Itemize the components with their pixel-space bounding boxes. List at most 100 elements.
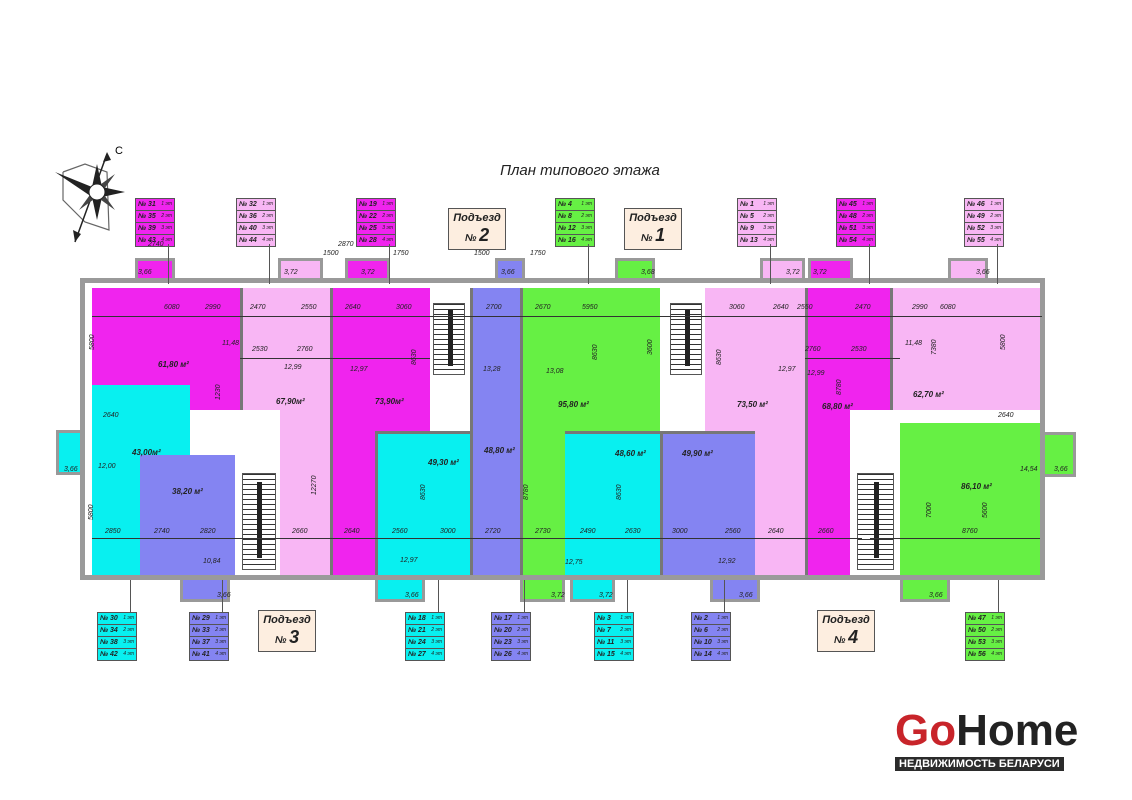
apartment-number: № 32 (239, 201, 257, 208)
dimension-label: 2740 (148, 241, 164, 248)
balcony (56, 430, 84, 475)
floor-label: 2 эт (620, 627, 631, 633)
vertical-dimension-label: 8630 (411, 349, 418, 365)
apartment-49-90[interactable] (660, 433, 755, 575)
apartment-number-row: № 32 1 эт (237, 199, 275, 211)
floor-label: 3 эт (382, 225, 393, 231)
balcony-area-label: 3,72 (786, 269, 800, 276)
apartment-number: № 45 (839, 201, 857, 208)
dimension-label: 5950 (582, 304, 598, 311)
floor-label: 4 эт (123, 651, 134, 657)
entrance-number: 1 (655, 225, 666, 245)
apartment-62-70[interactable] (890, 288, 1040, 410)
apartment-73-50-part (755, 433, 805, 575)
apartment-number: № 15 (597, 651, 615, 658)
apartment-67-90[interactable] (240, 288, 330, 433)
apartment-number: № 44 (239, 237, 257, 244)
apartment-number: № 5 (740, 213, 754, 220)
room-area-label: 12,97 (400, 557, 418, 564)
apartment-number: № 54 (839, 237, 857, 244)
balcony-area-label: 3,72 (284, 269, 298, 276)
balcony-area-label: 3,72 (599, 592, 613, 599)
floor-label: 1 эт (991, 615, 1002, 621)
vertical-dimension-label: 8630 (592, 344, 599, 360)
staircase-4 (857, 473, 894, 570)
vertical-dimension-label: 5800 (89, 334, 96, 350)
apartment-48-60[interactable] (565, 433, 660, 575)
staircase-2 (433, 303, 465, 375)
entrance-number: 3 (289, 627, 300, 647)
entrance-num-prefix: № (464, 233, 477, 244)
dimension-label: 2730 (535, 528, 551, 535)
room-area-label: 14,54 (1020, 466, 1038, 473)
leader-line (627, 580, 628, 612)
apartment-48-80[interactable] (470, 288, 520, 575)
vertical-dimension-label: 7380 (931, 339, 938, 355)
dimension-label: 2740 (154, 528, 170, 535)
apartment-95-80[interactable] (520, 288, 660, 433)
floor-label: 2 эт (161, 213, 172, 219)
building-floor-plan (80, 278, 1045, 580)
floor-label: 2 эт (382, 213, 393, 219)
apartment-number: № 13 (740, 237, 758, 244)
floor-label: 4 эт (382, 237, 393, 243)
balcony-area-label: 3,68 (641, 269, 655, 276)
vertical-dimension-label: 5800 (88, 504, 95, 520)
apartment-number: № 40 (239, 225, 257, 232)
apartment-43-00[interactable] (92, 385, 190, 455)
apartment-number: № 2 (694, 615, 708, 622)
apartment-73-50[interactable] (705, 288, 805, 433)
floor-label: 1 эт (262, 201, 273, 207)
floor-label: 3 эт (581, 225, 592, 231)
dimension-label: 6080 (940, 304, 956, 311)
apartment-number: № 10 (694, 639, 712, 646)
floor-label: 1 эт (717, 615, 728, 621)
apartment-number: № 52 (967, 225, 985, 232)
floor-label: 1 эт (862, 201, 873, 207)
dimension-label: 2560 (725, 528, 741, 535)
dimension-label: 2760 (805, 346, 821, 353)
dimension-label: 2530 (252, 346, 268, 353)
floor-label: 4 эт (431, 651, 442, 657)
floor-label: 3 эт (763, 225, 774, 231)
apartment-49-30[interactable] (375, 433, 470, 575)
floor-label: 1 эт (581, 201, 592, 207)
apartment-86-10[interactable] (900, 423, 1040, 575)
apartment-number: № 3 (597, 615, 611, 622)
vertical-dimension-label: 8780 (836, 379, 843, 395)
apartment-number: № 8 (558, 213, 572, 220)
floor-label: 3 эт (262, 225, 273, 231)
gohome-logo[interactable]: GoHome НЕДВИЖИМОСТЬ БЕЛАРУСИ (895, 708, 1105, 772)
stair-hall-3 (190, 410, 280, 455)
dimension-label: 2660 (292, 528, 308, 535)
apartment-number: № 43 (138, 237, 156, 244)
apartment-68-80[interactable] (805, 288, 890, 420)
apartment-38-20[interactable] (140, 455, 235, 575)
room-area-label: 12,75 (565, 559, 583, 566)
staircase-1 (670, 303, 702, 375)
dimension-label: 2550 (797, 304, 813, 311)
apartment-number: № 17 (494, 615, 512, 622)
floor-label: 4 эт (262, 237, 273, 243)
apartment-73-90[interactable] (330, 288, 430, 433)
apartment-43-00-part (92, 455, 140, 575)
vertical-dimension-label: 8780 (523, 484, 530, 500)
compass-north-label: С (115, 145, 123, 157)
apartment-number-row: № 54 4 эт (837, 235, 875, 246)
floor-label: 4 эт (862, 237, 873, 243)
